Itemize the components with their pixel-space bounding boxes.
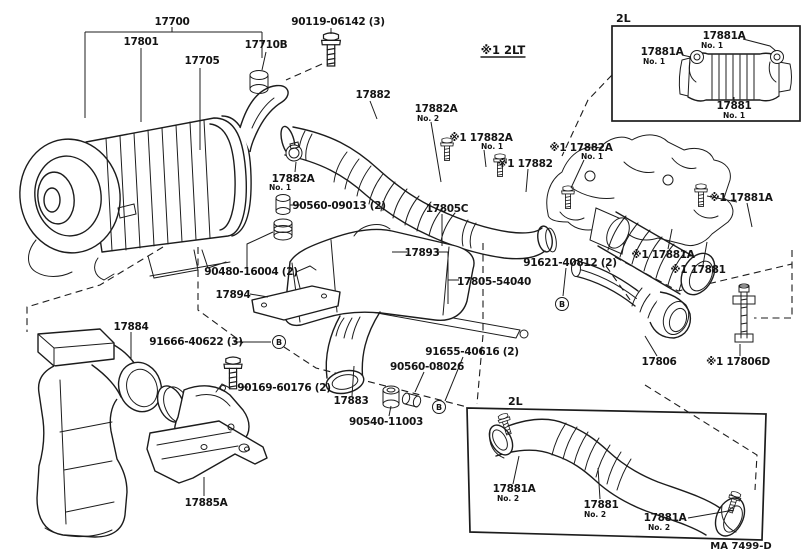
label-17883: 17883 (333, 395, 368, 407)
callout-b-3: B (555, 297, 569, 311)
label-90560-09013: 90560-09013 (2) (292, 200, 385, 212)
duct-17884-drawing (36, 328, 163, 538)
box1-tag-2l: 2L (616, 12, 631, 25)
label-17806: 17806 (641, 356, 676, 368)
label-17882: 17882 (355, 89, 390, 101)
callout-b-3-letter: B (559, 300, 565, 309)
clamp-17882a-no1-drawing (285, 141, 303, 162)
label-17881-no2: 17881 (583, 499, 618, 511)
inset-box-2l-bottom (466, 407, 767, 541)
grommet-90540-drawing (382, 385, 400, 409)
bracket-17894-drawing (251, 265, 341, 321)
label-variant-2lt: ※1 2LT (481, 43, 526, 57)
label-90119-06142: 90119-06142 (3) (291, 16, 384, 28)
label-m1-17882a-no1-b: ※1 17882A (549, 142, 613, 154)
label-m1-17806d: ※1 17806D (706, 356, 770, 368)
hose-17881-drawing (559, 183, 719, 296)
bracket-17885a-drawing (146, 383, 268, 484)
label-17881a-no2-left-sub: No. 2 (497, 494, 519, 503)
label-m1-17882a-no1-a: ※1 17882A (449, 132, 513, 144)
label-17894: 17894 (215, 289, 250, 301)
label-m1-17881: ※1 17881 (670, 264, 725, 276)
label-17700: 17700 (154, 16, 189, 28)
dashed-leader-lines (26, 63, 793, 491)
callout-b-1: B (272, 335, 286, 349)
part-labels: 17700 17801 17705 17710B 90119-06142 (3)… (113, 12, 774, 552)
label-m1-17882a-no1-a-sub: No. 1 (481, 142, 503, 151)
label-17882a-no1-c-sub: No. 1 (269, 183, 291, 192)
label-17710b: 17710B (245, 39, 288, 51)
bolt-90119-drawing (321, 32, 341, 67)
label-17805c: 17805C (426, 203, 469, 215)
label-91655-40616: 91655-40616 (2) (425, 346, 518, 358)
hose-17883-drawing (325, 311, 381, 395)
label-17884: 17884 (113, 321, 148, 333)
collar-90560-08026-drawing (401, 392, 422, 408)
label-17881a-no2-right: 17881A (644, 512, 688, 524)
label-91621-40812: 91621-40812 (2) (523, 257, 616, 269)
label-17882a-no2-sub: No. 2 (417, 114, 439, 123)
label-m1-17882: ※1 17882 (497, 158, 552, 170)
grommet-90480-drawing (273, 218, 293, 241)
inset-box-2l-top (611, 25, 801, 122)
label-90540-11003: 90540-11003 (349, 416, 423, 428)
cushion-90560-09013-drawing (275, 194, 291, 215)
clamp-17806d-drawing (732, 283, 756, 343)
label-m1-17882a-no1-b-sub: No. 1 (581, 152, 603, 161)
label-17805-54040: 17805-54040 (457, 276, 531, 288)
label-17881-no2-sub: No. 2 (584, 510, 606, 519)
label-17882a-no1-c: 17882A (272, 173, 316, 185)
label-17881a-no1-left-sub: No. 1 (643, 57, 665, 66)
label-17881-no1-sub: No. 1 (723, 111, 745, 120)
label-91666-40622: 91666-40622 (3) (149, 336, 242, 348)
label-17705: 17705 (184, 55, 219, 67)
label-17881a-no2-left: 17881A (493, 483, 537, 495)
label-90560-08026: 90560-08026 (390, 361, 464, 373)
label-17893: 17893 (404, 247, 439, 259)
label-17881a-no1-left: 17881A (641, 46, 685, 58)
label-90169-60176: 90169-60176 (2) (237, 382, 330, 394)
label-m1-17881a-top: ※1 17881A (709, 192, 773, 204)
label-m1-17881a-bottom: ※1 17881A (631, 249, 695, 261)
diagram-code: MA 7499-D (710, 541, 771, 552)
label-17881a-no2-right-sub: No. 2 (648, 523, 670, 532)
label-17881a-no1-top: 17881A (703, 30, 747, 42)
box2-tag-2l: 2L (508, 395, 523, 408)
label-90480-16004: 90480-16004 (2) (204, 266, 297, 278)
label-17882a-no2: 17882A (415, 103, 459, 115)
grommet-17710b-drawing (249, 70, 269, 94)
engine-outline-drawing (546, 134, 734, 255)
air-cleaner-assembly-drawing (19, 84, 289, 281)
label-17881a-no1-top-sub: No. 1 (701, 41, 723, 50)
callout-b-1-letter: B (276, 338, 282, 347)
intake-hose-17882-drawing (280, 125, 557, 260)
label-17801: 17801 (123, 36, 158, 48)
label-17881-no1: 17881 (716, 100, 751, 112)
pipe-17806-drawing (571, 260, 692, 339)
leader-lines (84, 27, 753, 496)
label-17885a: 17885A (185, 497, 229, 509)
callout-b-2: B (432, 400, 446, 414)
callout-b-2-letter: B (436, 403, 442, 412)
